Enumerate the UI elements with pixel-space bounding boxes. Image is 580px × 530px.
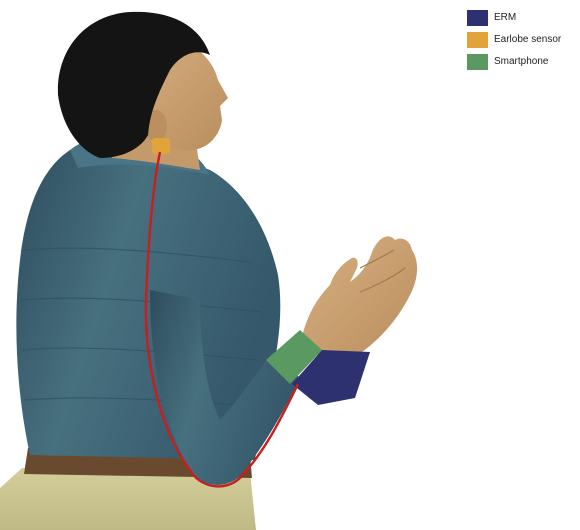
earlobe-sensor (152, 138, 170, 154)
legend-label: Earlobe sensor (494, 34, 561, 45)
legend-item-smartphone: Smartphone (467, 52, 579, 71)
legend-item-earlobe-sensor: Earlobe sensor (467, 30, 579, 49)
hand (300, 236, 417, 358)
legend-label: Smartphone (494, 56, 548, 67)
legend-item-erm: ERM (467, 8, 579, 27)
legend: ERM Earlobe sensor Smartphone (467, 8, 579, 74)
legend-swatch-erm (467, 10, 488, 26)
legend-swatch-smartphone (467, 54, 488, 70)
legend-label: ERM (494, 12, 516, 23)
legend-swatch-earlobe-sensor (467, 32, 488, 48)
